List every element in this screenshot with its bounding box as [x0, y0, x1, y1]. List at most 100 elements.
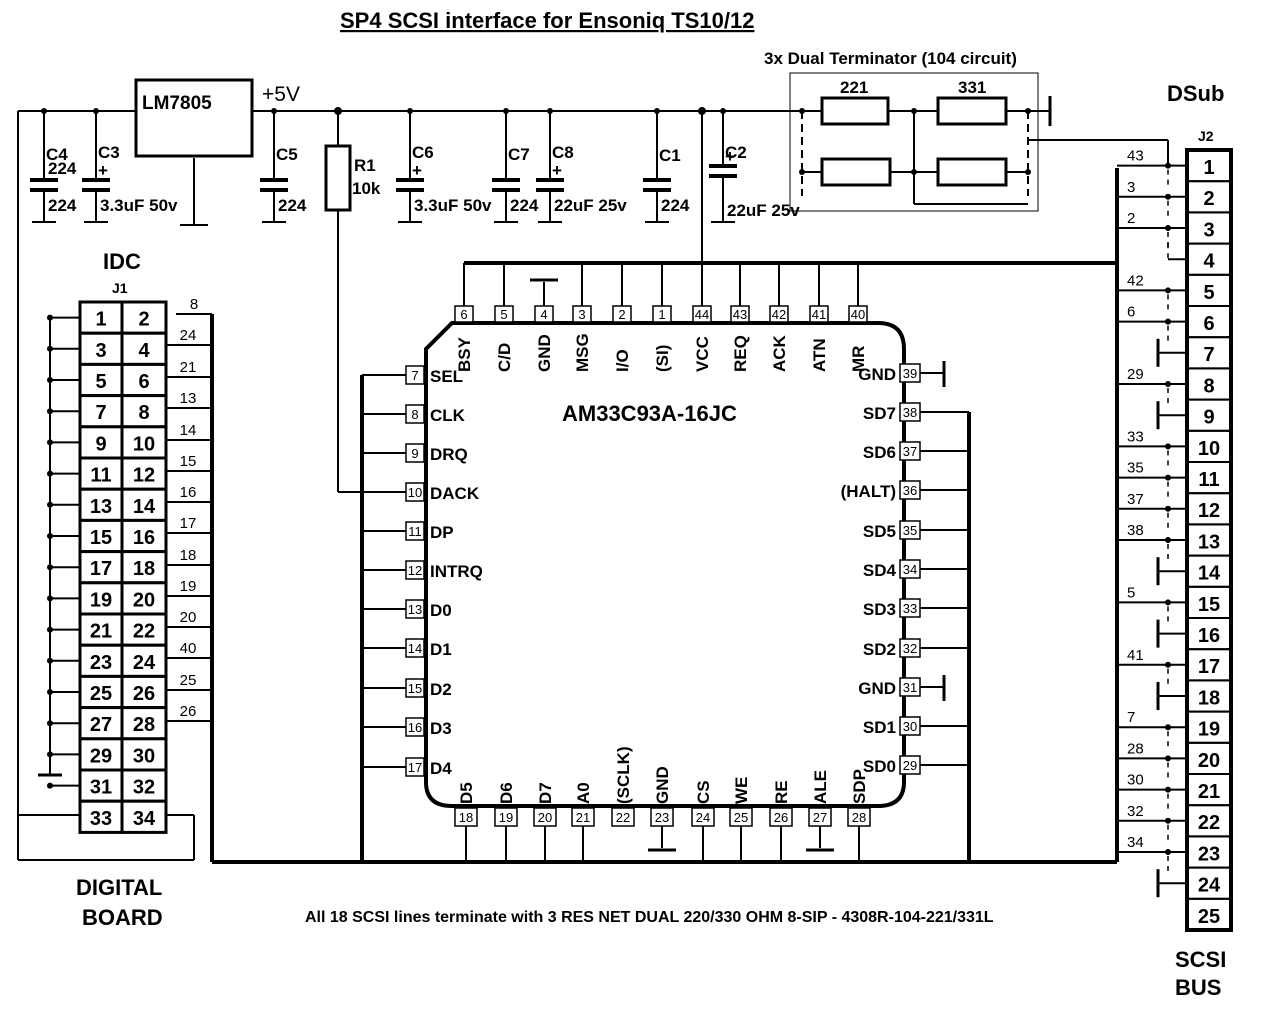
pin-label: GND [535, 334, 554, 372]
junction [47, 626, 53, 633]
capacitor-name: C6 [412, 143, 434, 162]
pin-label: C/D [495, 343, 514, 372]
idc-pin-number: 18 [133, 558, 155, 580]
pin-box [847, 807, 871, 827]
pin-label: SD6 [863, 443, 896, 462]
junction [1165, 599, 1171, 606]
terminator-r2-value: 331 [958, 78, 986, 97]
pin-label: A0 [574, 782, 593, 804]
scsi-bus-label-2: BUS [1175, 975, 1221, 1000]
dsub-pin-number: 11 [1198, 469, 1219, 491]
idc-pin-cell [120, 737, 168, 772]
dsub-pin-number: 18 [1198, 687, 1220, 709]
pin-number: 7 [411, 368, 418, 383]
pin-label: D7 [536, 782, 555, 804]
pin-box [571, 807, 595, 827]
idc-pin-number: 22 [133, 621, 155, 643]
idc-pin-number: 4 [138, 340, 150, 362]
pin-box [405, 717, 425, 737]
pin-box [405, 757, 425, 777]
pin-box [405, 678, 425, 698]
pin-box [769, 807, 793, 827]
pin-number: 28 [852, 810, 866, 825]
dsub-wire-label: 42 [1127, 272, 1144, 289]
idc-pin-number: 33 [90, 808, 112, 830]
pin-box [405, 404, 425, 424]
pin-box [848, 305, 868, 323]
junction [1165, 318, 1171, 325]
idc-pin-cell [120, 487, 168, 522]
pin-label: D3 [430, 719, 452, 738]
dsub-pin-number: 20 [1198, 750, 1220, 772]
chip-pins: 6BSY5C/D4GND3MSG2I/O1(SI)44VCC43REQ42ACK… [362, 263, 969, 862]
digital-board-label-2: BOARD [82, 905, 163, 930]
idc-wire-label: 14 [180, 422, 197, 439]
idc-wire-label: 24 [180, 327, 197, 344]
pin-number: 41 [812, 307, 826, 322]
idc-pin-number: 1 [95, 309, 106, 331]
dsub-wire-label: 34 [1127, 834, 1144, 851]
pin-label: SD0 [863, 757, 896, 776]
idc-pin-number: 5 [95, 371, 106, 393]
pin-box [405, 560, 425, 580]
dsub-wire-label: 29 [1127, 366, 1144, 383]
pin-label: SD5 [863, 522, 896, 541]
pin-box [692, 305, 712, 323]
pin-number: 18 [459, 810, 473, 825]
idc-pin-number: 10 [133, 433, 155, 455]
capacitor-name: C1 [659, 146, 681, 165]
dsub-pin-number: 23 [1198, 843, 1220, 865]
dsub-wire-label: 37 [1127, 491, 1144, 508]
pin-number: 1 [658, 307, 665, 322]
junction [1165, 474, 1171, 481]
scsi-bus-label: SCSI [1175, 947, 1226, 972]
junction [1165, 505, 1171, 512]
pin-label: D1 [430, 640, 452, 659]
pin-number: 22 [616, 810, 630, 825]
pin-box [899, 520, 921, 540]
pin-box [899, 441, 921, 461]
pin-number: 3 [578, 307, 585, 322]
pin-box [405, 482, 425, 502]
pin-label: BSY [455, 336, 474, 372]
pin-label: REQ [731, 335, 750, 372]
pin-box [899, 402, 921, 422]
idc-pin-number: 29 [90, 745, 112, 767]
dsub-pin-number: 22 [1198, 812, 1220, 834]
junction [47, 470, 53, 477]
digital-board-label: DIGITAL [76, 875, 162, 900]
pin-box [899, 755, 921, 775]
pin-label: INTRQ [430, 562, 483, 581]
idc-pin-cell [120, 300, 168, 335]
junction [1165, 661, 1171, 668]
pin-label: SD1 [863, 718, 896, 737]
pin-label: D2 [430, 680, 452, 699]
idc-wire-label: 19 [180, 578, 197, 595]
pin-number: 42 [772, 307, 786, 322]
idc-wire-label: 13 [180, 390, 197, 407]
junction [47, 689, 53, 695]
pin-label: RE [772, 780, 791, 804]
dsub-pin-number: 14 [1198, 563, 1221, 585]
dsub-pin-number: 1 [1203, 157, 1214, 179]
pin-number: 24 [696, 810, 710, 825]
pin-label: SD4 [863, 561, 897, 580]
junction [47, 345, 53, 352]
idc-pin-number: 20 [133, 589, 155, 611]
dsub-wire-label: 6 [1127, 304, 1135, 321]
pin-number: 43 [733, 307, 747, 322]
pin-box [533, 807, 557, 827]
pin-label: SDP [850, 769, 869, 804]
idc-pin-number: 2 [138, 309, 149, 331]
capacitor-name: C4 [46, 145, 68, 164]
pin-number: 15 [408, 681, 422, 696]
pin-label: DACK [430, 484, 480, 503]
pin-number: 11 [408, 524, 422, 539]
junction [1165, 786, 1171, 793]
idc-pin-number: 6 [138, 371, 149, 393]
pin-number: 34 [903, 562, 917, 577]
